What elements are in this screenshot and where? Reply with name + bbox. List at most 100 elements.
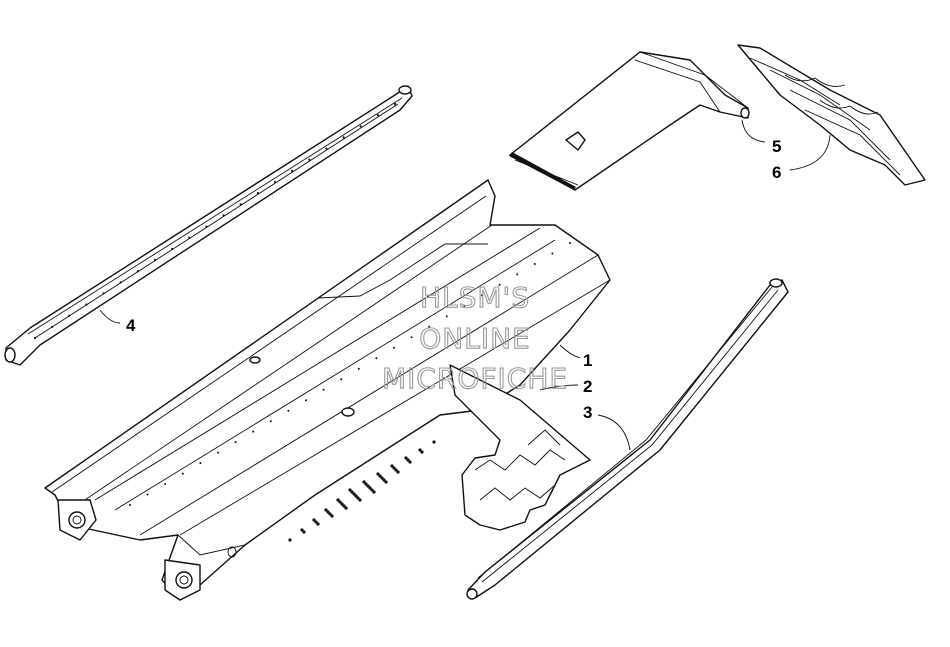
callout-5: 5	[772, 137, 781, 156]
rivet-hole	[325, 147, 328, 150]
rivet-hole	[51, 325, 54, 328]
perforation-hole	[366, 484, 370, 488]
rivet-hole	[129, 504, 131, 506]
rivet-hole	[136, 270, 139, 273]
perforation-hole	[340, 502, 344, 506]
callout-3: 3	[583, 403, 592, 422]
perforation-hole	[404, 456, 408, 460]
part-4-rail	[4, 85, 413, 366]
rivet-hole	[222, 214, 225, 217]
rivet-hole	[171, 247, 174, 250]
rivet-hole	[569, 242, 571, 244]
perforation-hole	[364, 482, 368, 486]
perforation-hole	[288, 538, 292, 542]
perforation-hole	[350, 490, 354, 494]
perforation-hole	[406, 458, 410, 462]
rivet-hole	[393, 102, 397, 106]
rivet-hole	[85, 303, 88, 306]
rivet-hole	[33, 336, 37, 340]
perforation-hole	[314, 520, 318, 524]
rivet-hole	[498, 283, 501, 286]
callout-4: 4	[126, 316, 136, 335]
perforation-hole	[316, 522, 320, 526]
rivet-hole	[342, 136, 345, 139]
rivet-hole	[188, 236, 191, 239]
perforation-hole	[396, 470, 400, 474]
rivet-hole	[533, 263, 536, 265]
perforation-hole	[302, 530, 306, 534]
rivet-hole	[340, 378, 343, 381]
rivet-hole	[273, 180, 277, 184]
rivet-hole	[308, 158, 311, 161]
perforation-hole	[354, 494, 358, 498]
part-6-flap	[737, 44, 926, 186]
callout-2: 2	[583, 377, 592, 396]
rivet-hole	[119, 281, 122, 284]
part-5-cover	[509, 51, 750, 191]
perforation-hole	[380, 476, 384, 480]
rivet-hole	[359, 125, 362, 128]
perforation-hole	[300, 528, 304, 532]
rivet-hole	[516, 273, 519, 276]
perforation-hole	[372, 490, 376, 494]
perforation-hole	[384, 480, 388, 484]
perforation-hole	[352, 492, 356, 496]
perforation-hole	[358, 498, 362, 502]
rivet-hole	[102, 292, 105, 295]
perforation-hole	[328, 512, 332, 516]
perforation-hole	[370, 488, 374, 492]
leader-lines	[99, 119, 831, 451]
perforation-hole	[356, 496, 360, 500]
watermark-line-1: HLSM'S	[420, 281, 530, 314]
perforation-hole	[312, 518, 316, 522]
perforation-hole	[330, 514, 334, 518]
rivet-hole	[305, 399, 307, 402]
perforation-hole	[342, 504, 346, 508]
perforation-hole	[390, 464, 394, 468]
callout-1: 1	[583, 351, 592, 370]
rivet-hole	[481, 294, 483, 297]
rivet-hole	[287, 409, 290, 412]
rivet-hole	[393, 346, 395, 349]
rivet-hole	[428, 325, 431, 328]
rivet-hole	[322, 388, 325, 391]
perforation-hole	[382, 478, 386, 482]
perforation-hole	[338, 500, 342, 504]
rivet-hole	[234, 441, 237, 444]
rivet-hole	[146, 493, 149, 496]
rivet-hole	[410, 336, 413, 339]
perforation-hole	[376, 472, 380, 476]
watermark-line-3: MICROFICHE	[382, 362, 568, 395]
part-1-tunnel	[44, 179, 611, 601]
perforation-hole	[368, 486, 372, 490]
perforation-hole	[348, 488, 352, 492]
perforation-hole	[378, 474, 382, 478]
perforation-hole	[392, 466, 396, 470]
rivet-hole	[445, 315, 448, 318]
rivet-hole	[153, 258, 157, 262]
rivet-hole	[199, 462, 202, 465]
perforation-hole	[408, 460, 412, 464]
rivet-hole	[217, 451, 219, 454]
perforation-hole	[362, 480, 366, 484]
rivet-hole	[463, 304, 466, 307]
rivet-hole	[551, 252, 554, 255]
watermark-line-2: ONLINE	[419, 322, 530, 355]
perforation-hole	[324, 508, 328, 512]
rivet-hole	[205, 225, 208, 228]
perforation-hole	[432, 440, 436, 444]
rivet-hole	[376, 114, 379, 117]
perforation-hole	[394, 468, 398, 472]
rivet-hole	[375, 357, 378, 360]
perforation-hole	[344, 506, 348, 510]
part-3-rail	[466, 278, 789, 600]
rivet-hole	[164, 483, 167, 485]
rivet-hole	[68, 314, 71, 317]
callout-6: 6	[772, 163, 781, 182]
perforation-hole	[420, 450, 424, 454]
rivet-hole	[252, 430, 255, 433]
rivet-hole	[291, 169, 294, 172]
rivet-hole	[357, 367, 360, 370]
